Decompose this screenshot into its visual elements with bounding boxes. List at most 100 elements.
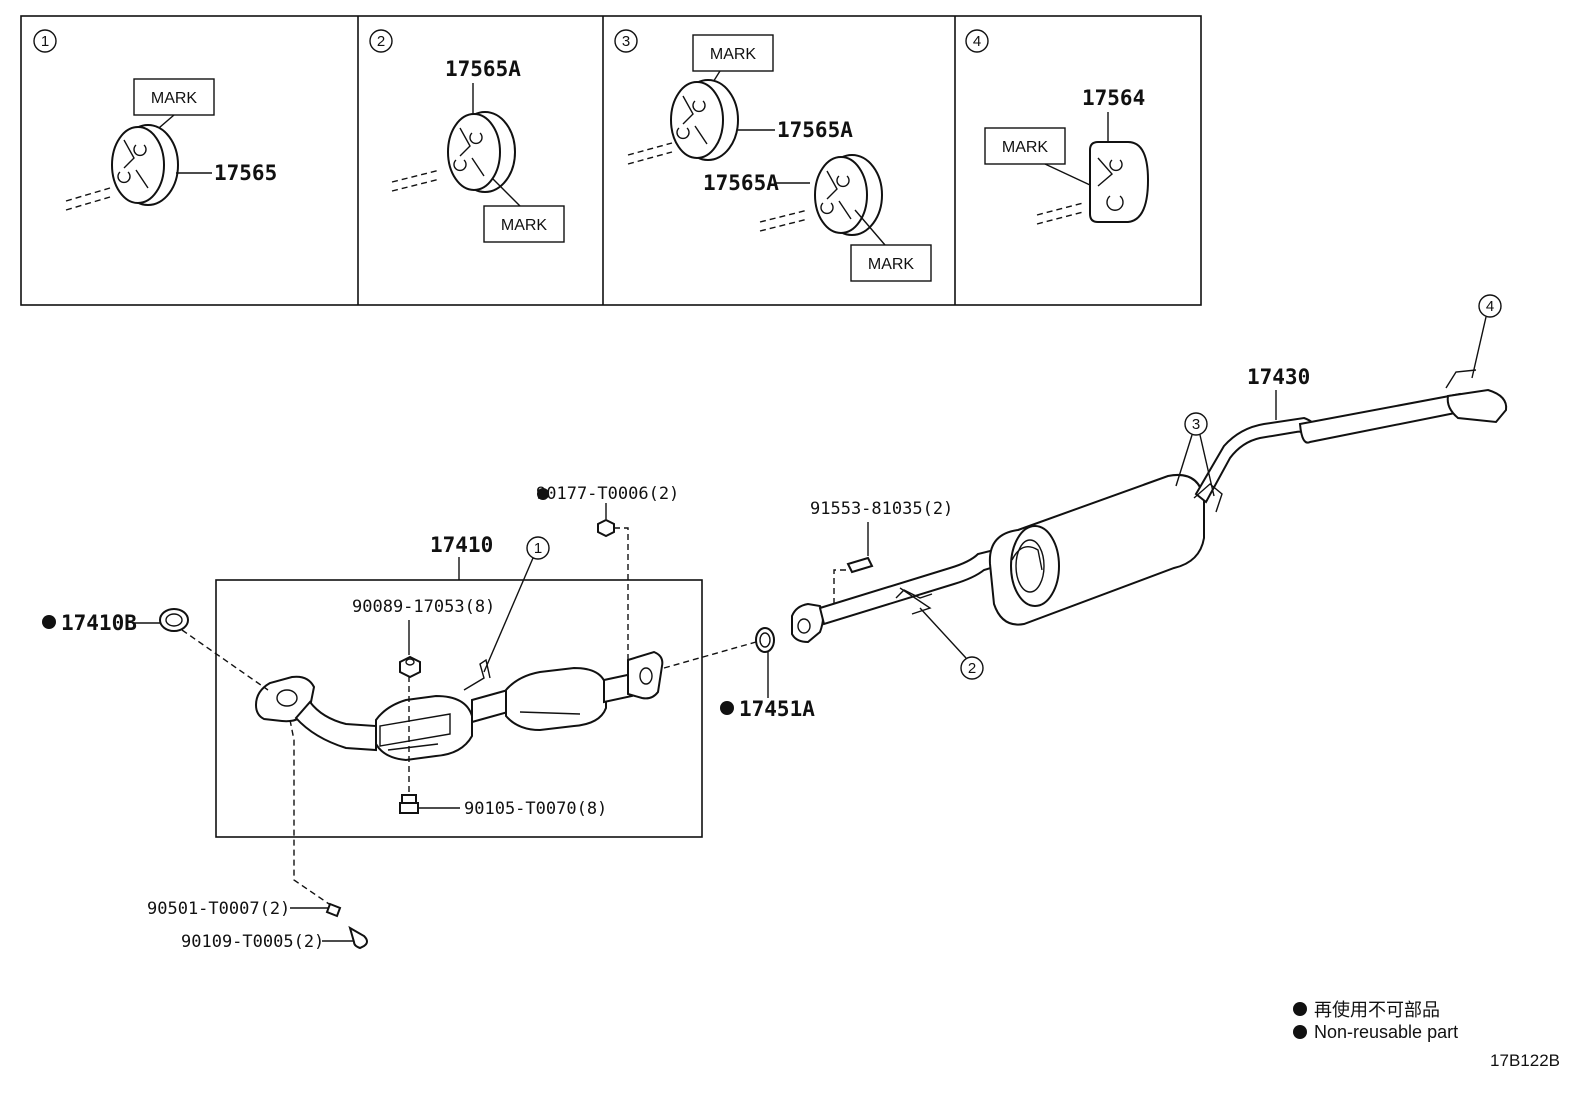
mark-label: MARK <box>710 46 757 63</box>
callout-leader <box>1175 434 1193 487</box>
part-number-17564: 17564 <box>1082 86 1145 110</box>
mark-box <box>850 244 932 282</box>
front-gasket: 17410B <box>42 608 269 691</box>
rubber-hanger-icon <box>447 111 516 193</box>
fastener-path <box>833 569 846 612</box>
part-number-17565A: 17565A <box>703 171 779 195</box>
mark-label: MARK <box>151 90 198 107</box>
fastener-path <box>663 641 757 669</box>
part-number-17410B: 17410B <box>61 611 137 635</box>
fastener-path <box>181 629 269 691</box>
front-flange-fasteners: 90501-T0007(2) 90109-T0005(2) <box>147 719 368 952</box>
callout-leader <box>483 557 534 673</box>
callout-number: 4 <box>1486 298 1494 315</box>
callout-badge <box>1478 294 1502 318</box>
front-pipe-assembly: 17410 90089-17053(8) 90105-T0 <box>215 533 703 838</box>
part-number-91553: 91553-81035(2) <box>810 499 953 519</box>
part-number-17565A: 17565A <box>777 118 853 142</box>
part-number-90105: 90105-T0070(8) <box>464 799 607 819</box>
non-reusable-dot <box>1293 1025 1307 1039</box>
mark-box <box>984 127 1066 165</box>
callout-badge <box>526 536 550 560</box>
callout-number: 1 <box>534 540 542 557</box>
part-number-17451A: 17451A <box>739 697 815 721</box>
part-number-90089: 90089-17053(8) <box>352 597 495 617</box>
detail-panel-1: 1 MARK 17565 <box>33 29 277 211</box>
gasket-icon <box>755 627 775 653</box>
pipe-stub <box>1036 202 1084 216</box>
detail-panel-frame <box>20 15 1202 306</box>
muffler-icon <box>988 474 1205 626</box>
upper-nut: 90177-T0006(2) <box>536 484 679 660</box>
part-number-90501: 90501-T0007(2) <box>147 899 290 919</box>
detail-panel-2: 2 17565A MARK <box>369 29 565 243</box>
nut-icon <box>597 518 615 538</box>
callout-4: 4 <box>1471 294 1502 379</box>
fastener-path <box>614 527 629 660</box>
square-hanger-icon <box>1089 141 1150 223</box>
mark-box <box>692 34 774 72</box>
mark-leader <box>1044 163 1091 186</box>
callout-2: 2 <box>919 607 984 680</box>
mark-label: MARK <box>1002 139 1049 156</box>
bolt-icon <box>846 556 874 574</box>
non-reusable-dot <box>1293 1002 1307 1016</box>
legend: 再使用不可部品 Non-reusable part <box>1293 1000 1458 1042</box>
front-pipe-drawing <box>254 650 664 762</box>
panel-number: 3 <box>622 33 630 50</box>
pipe-stub <box>391 169 441 183</box>
callout-leader <box>1471 316 1487 379</box>
panel-number-badge <box>965 29 989 53</box>
panel-number: 4 <box>973 33 981 50</box>
gasket-icon <box>159 608 189 632</box>
panel-number-badge <box>33 29 57 53</box>
mark-label: MARK <box>501 217 548 234</box>
part-number-17565: 17565 <box>214 161 277 185</box>
callout-leader <box>1199 434 1215 497</box>
mid-bolt: 91553-81035(2) <box>810 499 953 612</box>
pipe-stub <box>759 209 809 223</box>
non-reusable-dot <box>537 488 549 500</box>
legend-english: Non-reusable part <box>1314 1022 1458 1042</box>
detail-panel-3: 3 MARK 17565A 17565A MARK <box>614 29 932 282</box>
panel-number: 1 <box>41 33 49 50</box>
callout-number: 3 <box>1192 416 1200 433</box>
mark-leader <box>854 209 886 246</box>
non-reusable-dot <box>720 701 734 715</box>
mark-leader <box>491 177 521 207</box>
callout-leader <box>919 607 967 659</box>
pipe-stub <box>759 218 809 232</box>
diagram-code: 17B122B <box>1490 1051 1560 1070</box>
panel-number-badge <box>614 29 638 53</box>
pipe-stub <box>627 151 673 165</box>
panel-number-badge <box>369 29 393 53</box>
rubber-hanger-icon <box>670 79 739 161</box>
bolt-icon <box>399 794 419 814</box>
callout-badge <box>1184 412 1208 436</box>
part-number-17430: 17430 <box>1247 365 1310 389</box>
pipe-stub <box>391 178 441 192</box>
tail-pipe-drawing <box>791 369 1508 644</box>
pipe-stub <box>627 142 673 156</box>
mark-box <box>483 205 565 243</box>
part-number-90109: 90109-T0005(2) <box>181 932 324 952</box>
non-reusable-dot <box>42 615 56 629</box>
mark-label: MARK <box>868 256 915 273</box>
rubber-hanger-icon <box>814 154 883 236</box>
callout-number: 2 <box>968 660 976 677</box>
part-number-90177: 90177-T0006(2) <box>536 484 679 504</box>
part-number-17410: 17410 <box>430 533 493 557</box>
callout-3: 3 <box>1175 412 1215 497</box>
pipe-stub <box>1036 211 1084 225</box>
spring-icon <box>325 902 342 918</box>
fastener-path <box>289 719 333 907</box>
pipe-stub <box>65 196 111 211</box>
detail-panels <box>20 15 1202 306</box>
callout-badge <box>960 656 984 680</box>
mid-gasket: 17451A <box>663 627 815 721</box>
panel-number: 2 <box>377 33 385 50</box>
part-number-17565A: 17565A <box>445 57 521 81</box>
rubber-hanger-icon <box>111 124 179 206</box>
bolt-icon <box>348 925 368 950</box>
